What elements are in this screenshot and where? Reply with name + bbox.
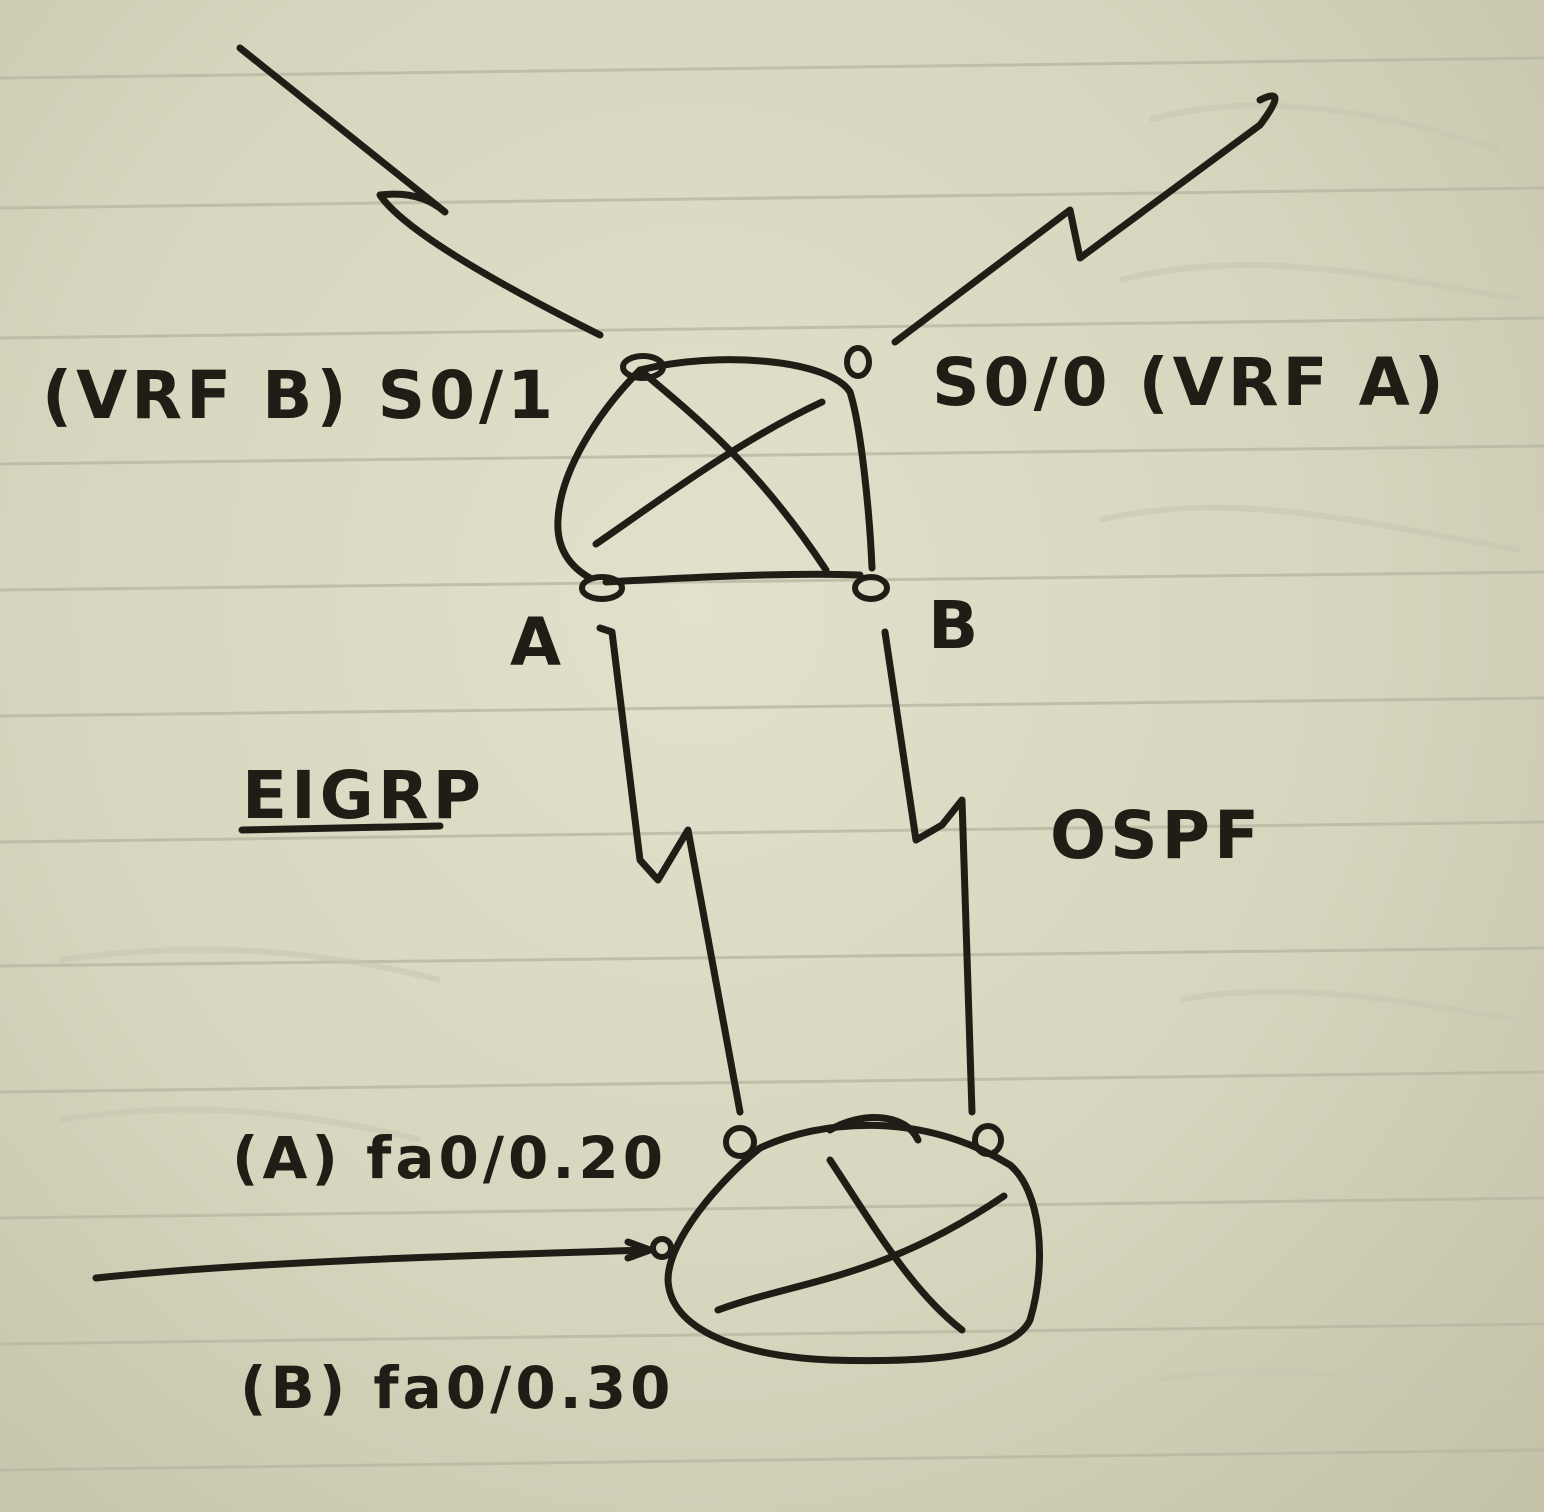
port-s0-1-icon	[620, 353, 666, 381]
label-fa0-0-30: (B) fa0/0.30	[240, 1354, 674, 1422]
port-s0-0-icon	[844, 345, 872, 379]
port-trunk-icon	[650, 1236, 674, 1260]
label-s0-0-vrf-a: S0/0 (VRF A)	[932, 344, 1448, 421]
link-b-ospf	[881, 628, 976, 1116]
trunk-arrow-icon	[624, 1238, 654, 1262]
port-fa0-0-30-icon	[972, 1123, 1004, 1157]
trunk-link	[92, 1246, 652, 1282]
port-a-icon	[579, 574, 625, 602]
label-fa0-0-20: (A) fa0/0.20	[232, 1124, 667, 1192]
eigrp-underline	[238, 822, 444, 834]
port-fa0-0-20-icon	[723, 1125, 757, 1159]
label-eigrp: EIGRP	[242, 757, 485, 834]
label-vrf-b-s0-1: (VRF B) S0/1	[42, 357, 557, 434]
label-a: A	[510, 604, 565, 681]
port-b-icon	[852, 574, 890, 602]
router-top-icon	[554, 356, 876, 586]
router-bottom-icon	[664, 1114, 1044, 1365]
label-b: B	[928, 587, 982, 664]
serial-link-vrf-b	[236, 44, 604, 339]
label-ospf: OSPF	[1050, 797, 1263, 874]
serial-link-vrf-a	[891, 92, 1279, 346]
link-a-eigrp	[596, 624, 744, 1116]
